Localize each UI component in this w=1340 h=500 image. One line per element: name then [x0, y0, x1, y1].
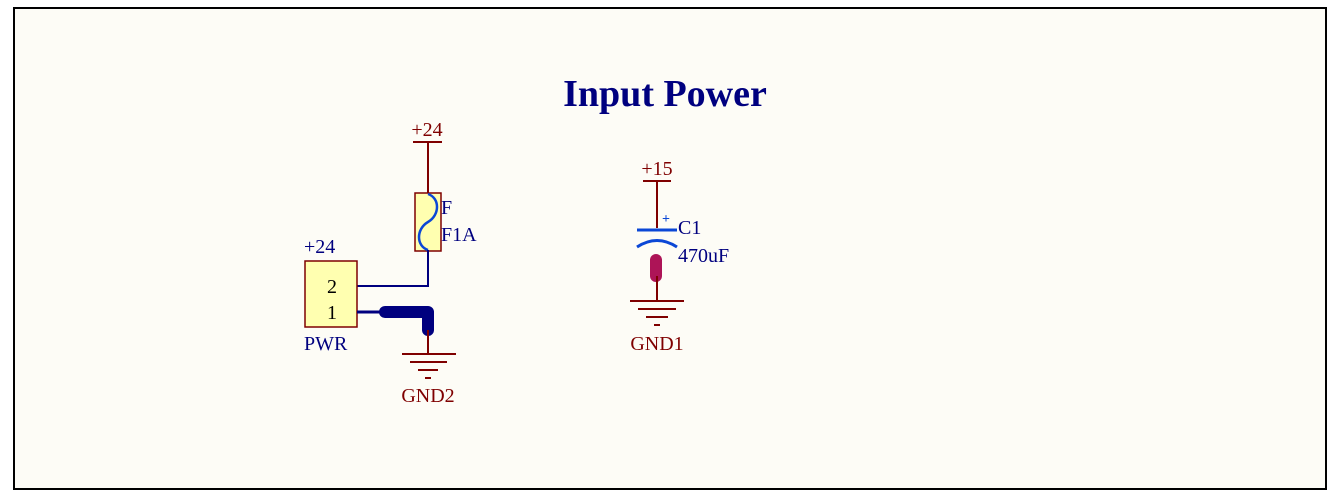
ground-gnd2[interactable]: GND2 — [401, 353, 456, 407]
wire-fuse-to-pin2[interactable] — [357, 250, 429, 287]
capacitor-c1[interactable]: + C1 470uF — [636, 212, 729, 267]
pwr-connector[interactable]: +24 2 1 PWR — [304, 236, 358, 355]
gnd1-label: GND1 — [630, 333, 683, 355]
power-port-label: +24 — [411, 119, 442, 141]
connector-power-label: +24 — [304, 236, 335, 258]
fuse-value: F1A — [441, 224, 477, 246]
fuse-designator: F — [441, 197, 452, 219]
capacitor-plate-negative — [636, 239, 678, 249]
plus15-label: +15 — [641, 158, 672, 180]
power-port-plus15[interactable]: +15 — [641, 158, 673, 228]
connector-pin1: 1 — [327, 302, 337, 324]
fuse-component[interactable]: F F1A — [414, 192, 477, 252]
gnd2-label: GND2 — [401, 385, 454, 407]
sheet-title: Input Power — [563, 73, 767, 115]
ground-gnd1[interactable]: GND1 — [630, 300, 684, 355]
capacitor-designator: C1 — [678, 217, 701, 239]
capacitor-polarity-mark: + — [662, 212, 670, 227]
connector-pin2: 2 — [327, 276, 337, 298]
sheet-border — [13, 7, 1327, 490]
power-port-plus24-top[interactable]: +24 — [411, 119, 443, 194]
connector-name: PWR — [304, 333, 348, 355]
capacitor-value: 470uF — [678, 245, 729, 267]
wire-pin1-to-gnd2[interactable] — [379, 306, 434, 336]
connector-body — [304, 260, 358, 328]
fuse-symbol — [417, 192, 439, 252]
